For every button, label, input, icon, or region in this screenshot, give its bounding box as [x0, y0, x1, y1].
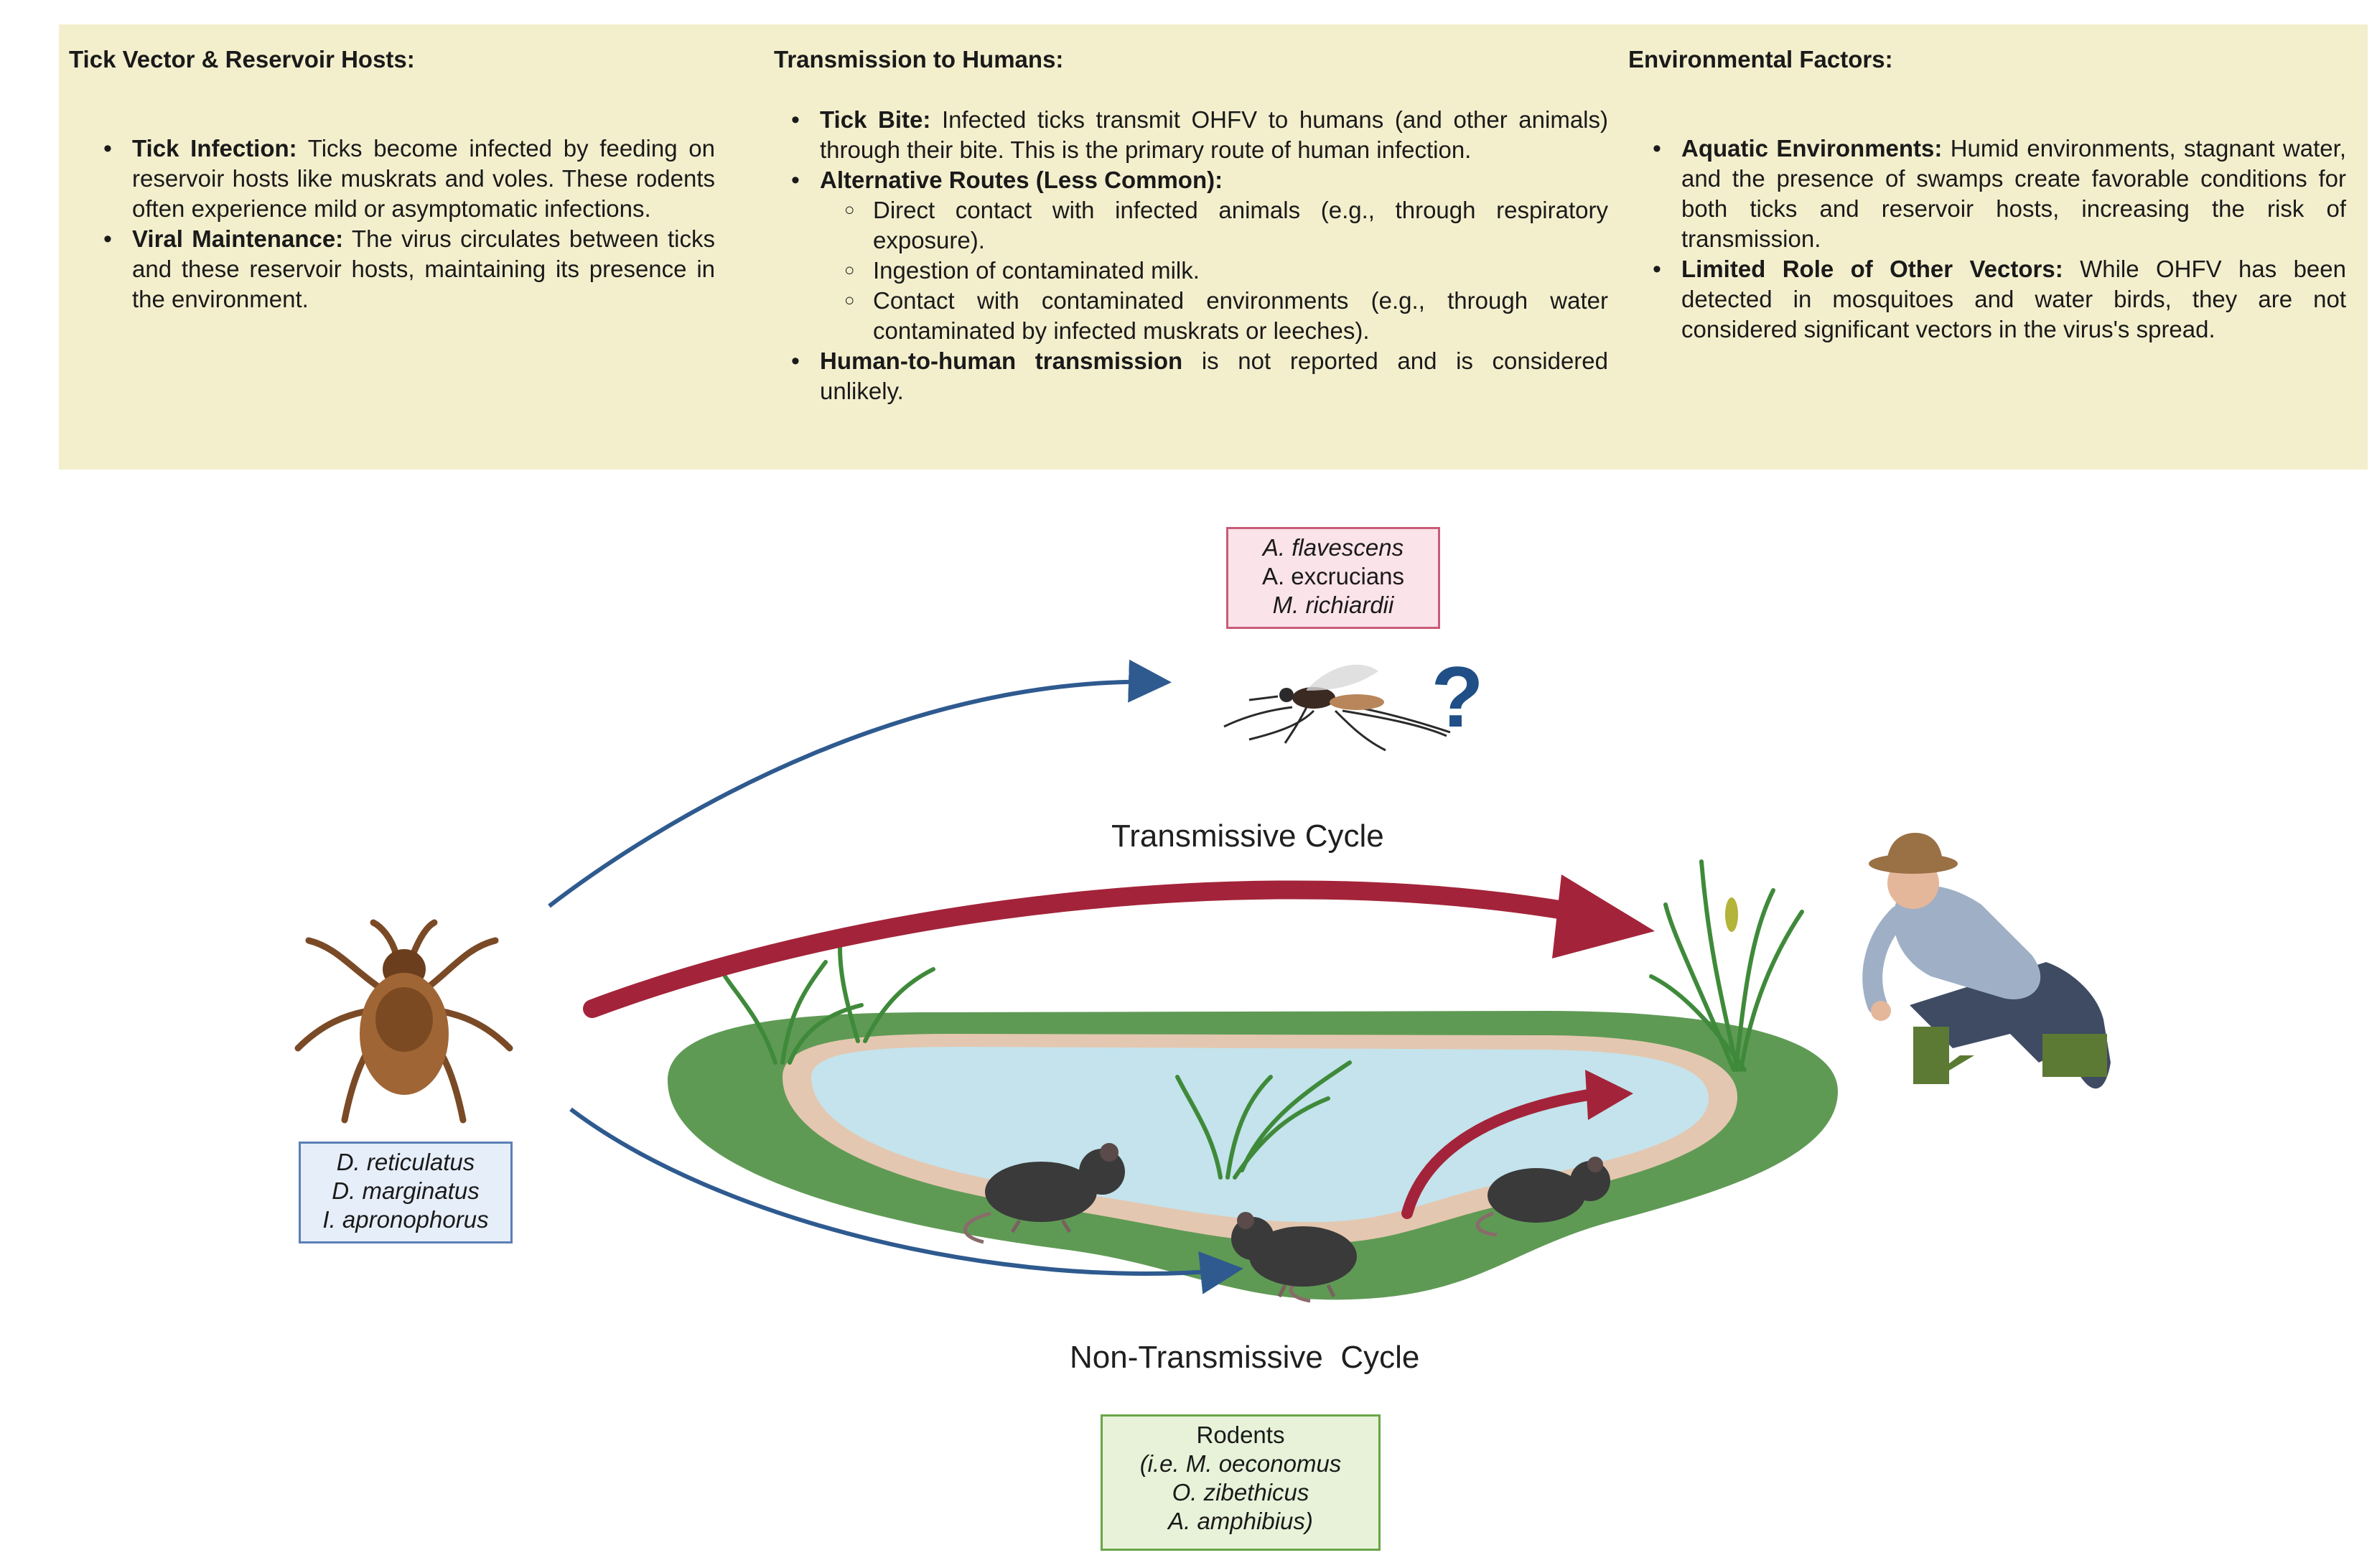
tick-icon	[294, 919, 513, 1124]
column-environmental: Environmental Factors: • Aquatic Environm…	[1628, 24, 2346, 470]
item-heading: Viral Maintenance:	[132, 225, 344, 252]
species-label: M. richiardii	[1272, 592, 1394, 618]
sub-bullet-icon: ○	[844, 291, 855, 310]
rodent-icon	[1231, 1212, 1357, 1303]
arrow-tick-to-rodent	[569, 1107, 1243, 1294]
rodent-icon	[963, 1143, 1125, 1244]
item-heading: Aquatic Environments:	[1681, 135, 1943, 162]
bullet-icon: •	[791, 106, 800, 134]
list-item: ○ Ingestion of contaminated milk.	[844, 256, 1608, 286]
species-label: A. flavescens	[1262, 534, 1404, 561]
human-icon	[1862, 833, 2111, 1089]
reeds-icon	[723, 859, 1804, 1180]
list-item: • Tick Bite: Infected ticks transmit OHFV…	[791, 105, 1608, 165]
sub-bullet-icon: ○	[844, 261, 855, 280]
list-item: • Alternative Routes (Less Common):	[791, 165, 1608, 195]
transmissive-arrowhead	[1552, 874, 1655, 958]
column-title: Environmental Factors:	[1628, 46, 1893, 73]
list-item: • Aquatic Environments: Humid environment…	[1653, 134, 2346, 254]
item-heading: Human-to-human transmission	[820, 347, 1183, 374]
item-text: Humid environments, stagnant water, and …	[1681, 135, 2346, 252]
item-heading: Limited Role of Other Vectors:	[1681, 256, 2063, 282]
species-label: D. marginatus	[332, 1177, 480, 1204]
item-heading: Tick Bite:	[820, 106, 931, 133]
info-panel: Tick Vector & Reservoir Hosts: • Tick Inf…	[59, 24, 2368, 470]
column-transmission: Transmission to Humans: • Tick Bite: Infe…	[774, 24, 1635, 470]
item-text: Ingestion of contaminated milk.	[873, 257, 1200, 284]
cattail-icon	[1725, 897, 1738, 932]
mosquito-species-box: A. flavescens A. excrucians M. richiardi…	[1226, 527, 1440, 629]
list-item: • Viral Maintenance: The virus circulates…	[103, 224, 715, 314]
arrow-transmissive-cycle	[583, 880, 1582, 1018]
rodent-icon	[1475, 1157, 1610, 1237]
column-tick-vector: Tick Vector & Reservoir Hosts: • Tick Inf…	[69, 24, 715, 470]
column-title: Transmission to Humans:	[774, 46, 1064, 73]
list-item: • Limited Role of Other Vectors: While OH…	[1653, 254, 2346, 345]
column-title: Tick Vector & Reservoir Hosts:	[69, 46, 415, 73]
list-item: ○ Direct contact with infected animals (e…	[844, 195, 1608, 256]
species-label: D. reticulatus	[336, 1149, 475, 1175]
bullet-list: • Tick Infection: Ticks become infected b…	[103, 134, 715, 314]
item-text: The virus circulates between ticks and t…	[132, 225, 715, 312]
bullet-icon: •	[103, 225, 112, 253]
list-item: ○ Contact with contaminated environments …	[844, 286, 1608, 346]
bullet-list: • Tick Bite: Infected ticks transmit OHFV…	[791, 105, 1608, 406]
rodent-heading: Rodents	[1196, 1422, 1285, 1448]
rodent-arrowhead	[1585, 1070, 1633, 1120]
item-text: Ticks become infected by feeding on rese…	[132, 135, 715, 222]
sub-bullet-icon: ○	[844, 200, 855, 220]
species-label: A. excrucians	[1261, 563, 1405, 589]
species-label: (i.e. M. oeconomus	[1139, 1450, 1342, 1477]
item-heading: Alternative Routes (Less Common):	[820, 167, 1223, 193]
bullet-icon: •	[1653, 135, 1661, 162]
item-text: While OHFV has been detected in mosquito…	[1681, 256, 2346, 342]
question-mark-icon: ?	[1431, 649, 1483, 745]
species-label: I. apronophorus	[322, 1206, 489, 1233]
bullet-icon: •	[1653, 256, 1661, 283]
mosquito-icon	[1223, 664, 1451, 752]
arrow-rodent-to-pond	[1401, 1088, 1603, 1219]
tick-species-box: D. reticulatus D. marginatus I. apronoph…	[299, 1142, 513, 1243]
item-text: Infected ticks transmit OHFV to humans (…	[820, 106, 1608, 163]
bullet-list: • Aquatic Environments: Humid environment…	[1653, 134, 2346, 345]
bullet-icon: •	[791, 347, 800, 375]
list-item: • Human-to-human transmission is not repo…	[791, 346, 1608, 406]
species-label: O. zibethicus	[1172, 1479, 1309, 1506]
item-text: Direct contact with infected animals (e.…	[873, 197, 1608, 253]
species-label: A. amphibius)	[1168, 1508, 1313, 1534]
arrow-tick-to-mosquito	[548, 659, 1172, 908]
non-transmissive-cycle-label: Non-Transmissive Cycle	[1070, 1340, 1420, 1375]
transmissive-cycle-label: Transmissive Cycle	[1111, 818, 1384, 854]
item-text: Contact with contaminated environments (…	[873, 287, 1608, 344]
item-text: is not reported and is considered unlike…	[820, 347, 1608, 404]
bullet-icon: •	[103, 135, 112, 162]
rodent-species-box: Rodents (i.e. M. oeconomus O. zibethicus…	[1101, 1414, 1381, 1551]
list-item: • Tick Infection: Ticks become infected b…	[103, 134, 715, 224]
item-heading: Tick Infection:	[132, 135, 297, 162]
bullet-icon: •	[791, 167, 800, 194]
